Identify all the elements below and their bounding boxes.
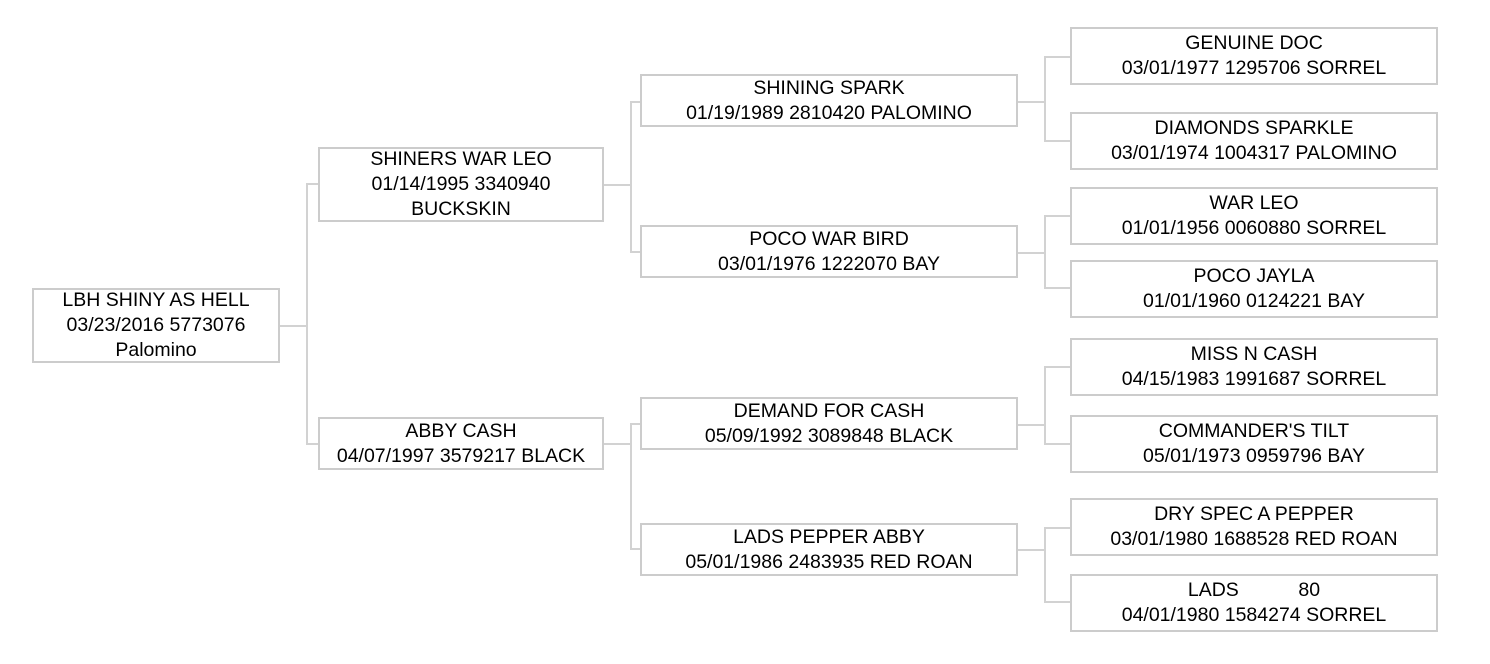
node-subject-line3: Palomino <box>115 338 197 361</box>
connector-subject-vertical <box>306 183 308 445</box>
connector-to-sire <box>306 183 320 185</box>
connector-g3c-out <box>1016 424 1046 426</box>
connector-to-dam-dam <box>630 548 642 550</box>
node-dam-name: ABBY CASH <box>405 419 517 442</box>
node-dam-line2: 04/07/1997 3579217 BLACK <box>336 444 586 467</box>
connector-to-dam <box>306 443 320 445</box>
node-sire-dam-sire-name: WAR LEO <box>1209 192 1299 215</box>
node-sire-sire-dam[interactable]: DIAMONDS SPARKLE 03/01/1974 1004317 PALO… <box>1070 112 1438 170</box>
node-sire-dam-line2: 03/01/1976 1222070 BAY <box>718 252 940 275</box>
connector-to-g4b <box>1044 140 1072 142</box>
node-sire-sire-sire[interactable]: GENUINE DOC 03/01/1977 1295706 SORREL <box>1070 27 1438 85</box>
connector-to-sire-sire <box>630 101 642 103</box>
node-dam-sire-name: DEMAND FOR CASH <box>733 399 925 422</box>
connector-dam-out <box>604 443 632 445</box>
node-subject-name: LBH SHINY AS HELL <box>62 289 250 312</box>
node-sire[interactable]: SHINERS WAR LEO 01/14/1995 3340940 BUCKS… <box>318 147 604 222</box>
node-sire-sire-dam-name: DIAMONDS SPARKLE <box>1154 117 1354 140</box>
node-sire-dam-dam-line2: 01/01/1960 0124221 BAY <box>1143 290 1365 312</box>
connector-to-g4e <box>1044 366 1072 368</box>
node-sire-line3: BUCKSKIN <box>411 197 511 220</box>
node-sire-line2: 01/14/1995 3340940 <box>371 173 551 196</box>
node-dam-sire-line2: 05/09/1992 3089848 BLACK <box>704 424 954 447</box>
node-dam-sire-sire-name: MISS N CASH <box>1190 343 1318 366</box>
connector-sire-out <box>604 184 632 186</box>
connector-dam-vertical <box>630 423 632 550</box>
connector-g3b-out <box>1016 252 1046 254</box>
node-dam-sire-dam[interactable]: COMMANDER'S TILT 05/01/1973 0959796 BAY <box>1070 415 1438 473</box>
connector-to-g4c <box>1044 215 1072 217</box>
node-sire-sire-sire-name: GENUINE DOC <box>1185 32 1323 55</box>
node-dam-dam-dam-line2: 04/01/1980 1584274 SORREL <box>1121 604 1387 626</box>
connector-g3a-out <box>1016 101 1046 103</box>
connector-g3b-vertical <box>1044 215 1046 289</box>
node-dam-dam-sire-name: DRY SPEC A PEPPER <box>1154 503 1354 526</box>
connector-to-g4h <box>1044 601 1072 603</box>
node-sire-sire-line2: 01/19/1989 2810420 PALOMINO <box>686 101 972 124</box>
node-sire-name: SHINERS WAR LEO <box>370 148 552 171</box>
connector-g3d-out <box>1016 549 1046 551</box>
node-sire-sire-dam-line2: 03/01/1974 1004317 PALOMINO <box>1111 142 1397 164</box>
connector-subject-out <box>278 325 308 327</box>
node-sire-dam[interactable]: POCO WAR BIRD 03/01/1976 1222070 BAY <box>640 225 1018 278</box>
node-sire-dam-sire-line2: 01/01/1956 0060880 SORREL <box>1121 217 1387 239</box>
connector-to-g4g <box>1044 527 1072 529</box>
node-dam-sire-sire[interactable]: MISS N CASH 04/15/1983 1991687 SORREL <box>1070 338 1438 396</box>
node-dam-dam-name: LADS PEPPER ABBY <box>733 525 925 548</box>
connector-to-g4f <box>1044 443 1072 445</box>
connector-g3c-vertical <box>1044 366 1046 444</box>
connector-to-g4d <box>1044 287 1072 289</box>
node-dam-sire-dam-line2: 05/01/1973 0959796 BAY <box>1143 445 1365 467</box>
node-sire-sire[interactable]: SHINING SPARK 01/19/1989 2810420 PALOMIN… <box>640 74 1018 127</box>
node-dam-dam-line2: 05/01/1986 2483935 RED ROAN <box>685 550 973 573</box>
connector-g3a-vertical <box>1044 56 1046 142</box>
node-sire-dam-dam-name: POCO JAYLA <box>1193 265 1315 288</box>
connector-to-g4a <box>1044 56 1072 58</box>
connector-sire-vertical <box>630 101 632 253</box>
node-sire-dam-dam[interactable]: POCO JAYLA 01/01/1960 0124221 BAY <box>1070 260 1438 318</box>
node-subject-line2: 03/23/2016 5773076 <box>66 314 246 337</box>
node-dam-sire[interactable]: DEMAND FOR CASH 05/09/1992 3089848 BLACK <box>640 397 1018 450</box>
node-dam-dam-dam[interactable]: LADS 80 04/01/1980 1584274 SORREL <box>1070 574 1438 632</box>
node-dam-dam-dam-name: LADS 80 <box>1187 579 1321 602</box>
node-dam-dam[interactable]: LADS PEPPER ABBY 05/01/1986 2483935 RED … <box>640 523 1018 576</box>
connector-to-dam-sire <box>630 423 642 425</box>
node-dam[interactable]: ABBY CASH 04/07/1997 3579217 BLACK <box>318 417 604 470</box>
connector-to-sire-dam <box>630 251 642 253</box>
node-sire-sire-name: SHINING SPARK <box>753 76 905 99</box>
node-sire-sire-sire-line2: 03/01/1977 1295706 SORREL <box>1121 57 1387 79</box>
connector-g3d-vertical <box>1044 527 1046 603</box>
node-dam-sire-dam-name: COMMANDER'S TILT <box>1158 420 1350 443</box>
node-dam-dam-sire[interactable]: DRY SPEC A PEPPER 03/01/1980 1688528 RED… <box>1070 498 1438 556</box>
node-dam-dam-sire-line2: 03/01/1980 1688528 RED ROAN <box>1110 528 1398 550</box>
node-sire-dam-name: POCO WAR BIRD <box>749 227 909 250</box>
node-sire-dam-sire[interactable]: WAR LEO 01/01/1956 0060880 SORREL <box>1070 187 1438 245</box>
node-dam-sire-sire-line2: 04/15/1983 1991687 SORREL <box>1121 368 1387 390</box>
node-subject[interactable]: LBH SHINY AS HELL 03/23/2016 5773076 Pal… <box>32 288 280 363</box>
